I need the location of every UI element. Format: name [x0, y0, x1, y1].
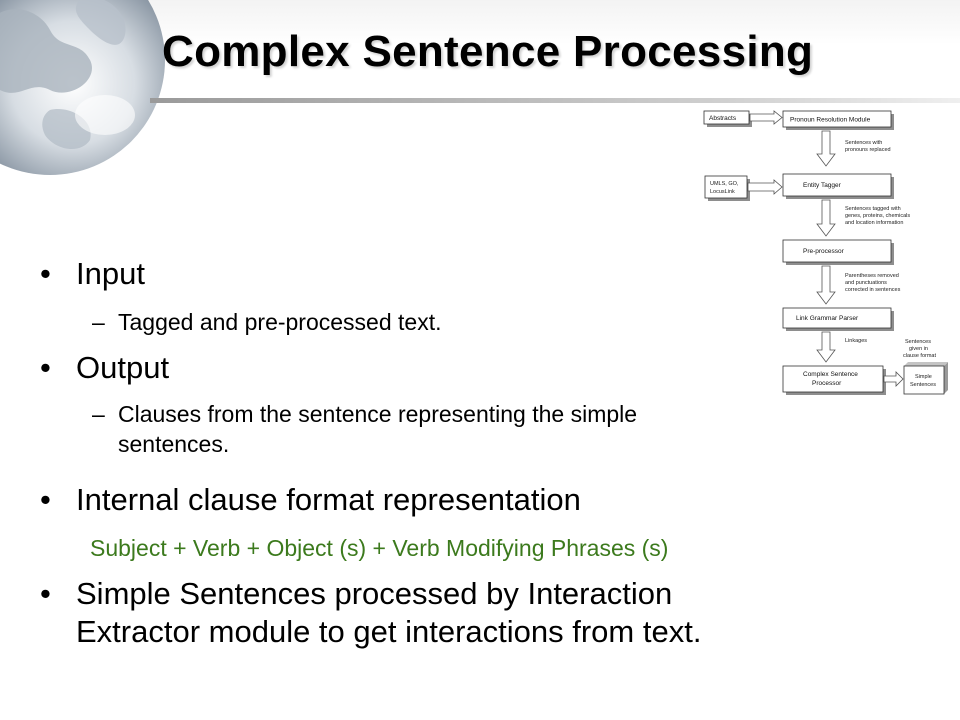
preprocessor-label: Pre-processor [803, 248, 845, 255]
preprocessor-box [782, 239, 892, 263]
bullet-dot: • [40, 256, 51, 291]
pipeline-flowchart: Abstracts Pronoun Resolution Module Sent… [700, 102, 950, 404]
arrow-down [816, 130, 836, 167]
simple-sentences-box [903, 365, 945, 395]
bullet-dot: • [40, 482, 51, 517]
note-clause-line3: clause format [903, 353, 936, 359]
note-tagged-line1: Sentences tagged with [845, 206, 901, 212]
dash-symbol: – [92, 401, 105, 427]
complex-processor-box [782, 365, 884, 393]
note-parens-line2: and punctuations [845, 280, 887, 286]
arrow-right [883, 371, 904, 387]
bullet-dot: • [40, 350, 51, 385]
complex-processor-line1: Complex Sentence [803, 371, 858, 378]
note-tagged-line2: genes, proteins, chemicals [845, 213, 910, 219]
note-clause-line2: given in [909, 346, 928, 352]
arrow-right [749, 110, 783, 125]
sub-bullet-text: Tagged and pre-processed text. [118, 309, 442, 335]
globe-icon [0, 0, 165, 175]
note-parens-line3: corrected in sentences [845, 287, 901, 293]
bullet-text-line2: Extractor module to get interactions fro… [76, 614, 702, 649]
abstracts-label: Abstracts [709, 115, 737, 122]
note-parens-line1: Parentheses removed [845, 273, 899, 279]
entity-tagger-box [782, 173, 892, 197]
dash-symbol: – [92, 309, 105, 335]
arrow-down [816, 265, 836, 305]
link-parser-box [782, 307, 892, 329]
note-linkages: Linkages [845, 338, 867, 344]
note-pronouns-line2: pronouns replaced [845, 147, 891, 153]
pronoun-module-box [782, 110, 892, 128]
entity-tagger-label: Entity Tagger [803, 182, 842, 189]
bullet-text-line1: Simple Sentences processed by Interactio… [76, 576, 673, 611]
link-parser-label: Link Grammar Parser [796, 315, 859, 322]
title-rule [150, 98, 960, 103]
simple-sentences-line2: Sentences [910, 382, 936, 388]
arrow-down [816, 331, 836, 363]
simple-sentences-line1: Simple [915, 374, 932, 380]
note-tagged-line3: and location information [845, 220, 903, 226]
abstracts-box [703, 110, 750, 125]
arrow-down [816, 199, 836, 237]
note-pronouns-line1: Sentences with [845, 140, 882, 146]
page-title: Complex Sentence Processing [162, 27, 814, 76]
sub-bullet-text-line1: Clauses from the sentence representing t… [118, 401, 638, 427]
arrow-right [747, 179, 783, 195]
bullet-text: Internal clause format representation [76, 482, 581, 517]
complex-processor-line2: Processor [812, 380, 842, 387]
sub-bullet-text-line2: sentences. [118, 431, 230, 457]
umls-line1: UMLS, GO, [710, 181, 739, 187]
note-clause-line1: Sentences [905, 339, 931, 345]
bullet-text: Input [76, 256, 145, 291]
clause-format-formula: Subject + Verb + Object (s) + Verb Modif… [90, 535, 669, 561]
bullet-dot: • [40, 576, 51, 611]
umls-line2: LocusLink [710, 189, 735, 195]
bullet-text: Output [76, 350, 170, 385]
umls-box [704, 175, 748, 199]
pronoun-module-label: Pronoun Resolution Module [790, 117, 871, 124]
